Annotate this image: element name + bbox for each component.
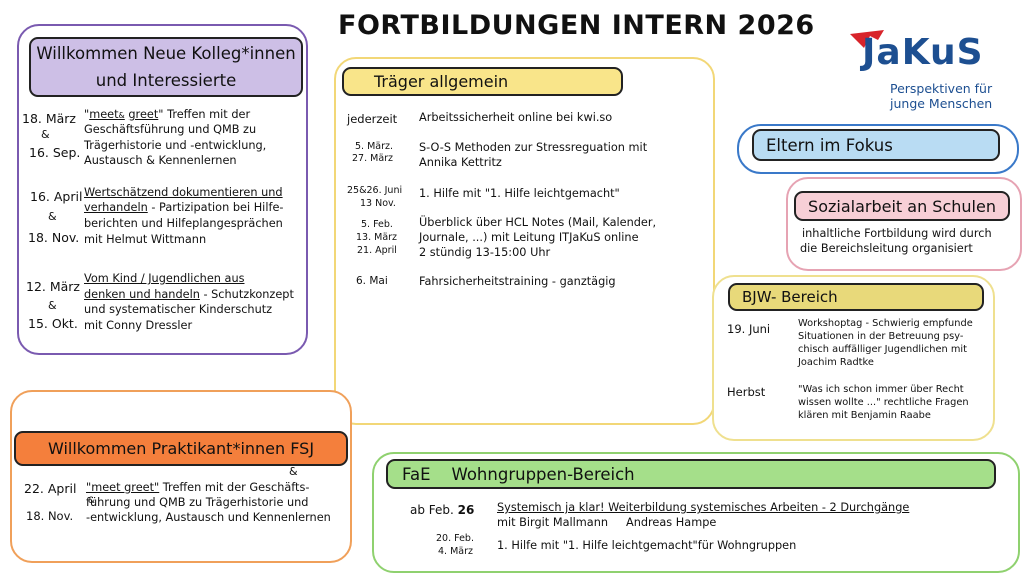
traeger-row-1-date: jederzeit xyxy=(347,112,398,126)
entry-2-line-2-rest: - Partizipation bei Hilfe- xyxy=(147,201,284,214)
fae-row-1-date-bold: 26 xyxy=(457,503,475,517)
entry-3-line-1: Vom Kind / Jugendlichen aus xyxy=(84,272,245,285)
bjw-row-1-line-4: Joachim Radtke xyxy=(798,357,874,368)
entry-3-amp: & xyxy=(48,299,57,312)
praktikant-header: Willkommen Praktikant*innen FSJ xyxy=(14,431,348,466)
bjw-header: BJW- Bereich xyxy=(728,283,984,311)
fae-row-2-date-1: 20. Feb. xyxy=(436,533,474,544)
praktikant-line-3: -entwicklung, Austausch und Kennenlernen xyxy=(86,511,331,524)
logo-wordmark: JaKuS xyxy=(862,32,984,73)
traeger-row-1-text: Arbeitssicherheit online bei kwi.so xyxy=(419,111,613,124)
fae-row-2-date-2: 4. März xyxy=(438,546,473,557)
entry-2-date-1: 16. April xyxy=(30,189,83,204)
bjw-row-1-line-1: Workshoptag - Schwierig empfunde xyxy=(798,318,973,329)
entry-2-line-1: Wertschätzend dokumentieren und xyxy=(84,186,283,199)
traeger-header: Träger allgemein xyxy=(342,67,623,96)
fae-row-2-text: 1. Hilfe mit "1. Hilfe leichtgemacht"für… xyxy=(497,539,797,552)
bjw-row-1-line-3: chisch auffälliger Jugendlichen mit xyxy=(798,344,967,355)
praktikant-date-1: 22. April xyxy=(24,481,77,496)
praktikant-date-2: 18. Nov. xyxy=(26,509,74,523)
bjw-row-2-date: Herbst xyxy=(727,385,766,399)
entry-3-date-1: 12. März xyxy=(26,279,80,294)
traeger-row-2-date-1: 5. März. xyxy=(355,141,394,152)
schulen-text-1: inhaltliche Fortbildung wird durch xyxy=(802,227,992,240)
fae-row-1-date-prefix: ab Feb. xyxy=(410,503,458,517)
traeger-row-2-date-2: 27. März xyxy=(352,153,394,164)
logo-tagline-2: junge Menschen xyxy=(890,96,993,111)
traeger-row-4-date-3: 21. April xyxy=(357,245,397,256)
eltern-heading: Eltern im Fokus xyxy=(766,135,893,155)
logo-tagline-1: Perspektiven für xyxy=(890,81,993,96)
entry-3-line-2-rest: - Schutzkonzept xyxy=(199,288,294,301)
entry-2-date-2: 18. Nov. xyxy=(28,230,80,245)
entry-1-line-3: Trägerhistorie und -entwicklung, xyxy=(84,139,267,152)
bjw-row-1-line-2: Situationen in der Betreuung psy- xyxy=(798,331,964,342)
eltern-header: Eltern im Fokus xyxy=(752,129,1000,161)
meet-greet-amp: & xyxy=(118,111,125,120)
traeger-row-4-text-2: Journale, ...) mit Leitung ITJaKuS onlin… xyxy=(419,231,639,244)
bjw-row-1-date: 19. Juni xyxy=(727,322,771,336)
praktikant-date-amp: & xyxy=(88,496,96,506)
entry-2-line-2: verhandeln - Partizipation bei Hilfe- xyxy=(84,201,283,216)
traeger-row-4-date-1: 5. Feb. xyxy=(361,219,393,230)
praktikant-heading: Willkommen Praktikant*innen FSJ xyxy=(47,439,315,458)
fae-header: FaE Wohngruppen-Bereich xyxy=(386,459,996,489)
fae-row-1-date: ab Feb. 26 xyxy=(410,503,474,518)
praktikant-line-2: führung und QMB zu Trägerhistorie und xyxy=(86,496,309,509)
traeger-row-2-text-2: Annika Kettritz xyxy=(419,156,502,169)
entry-3-line-3: und systematischer Kinderschutz xyxy=(84,303,273,316)
entry-3-line-4: mit Conny Dressler xyxy=(84,319,193,332)
welcome-colleagues-heading: Willkommen Neue Kolleg*innen und Interes… xyxy=(36,44,296,90)
entry-1-date-1: 18. März xyxy=(22,111,76,126)
fae-row-1-text-2: mit Birgit Mallmann Andreas Hampe xyxy=(497,516,717,529)
traeger-row-5-text: Fahrsicherheitstraining - ganztägig xyxy=(419,275,616,288)
page-title: FORTBILDUNGEN INTERN 2026 xyxy=(338,10,815,41)
praktikant-line-1: "meet greet" Treffen mit der Geschäfts- xyxy=(86,481,309,496)
entry-3-line-2: denken und handeln - Schutzkonzept xyxy=(84,288,294,303)
bjw-row-2-line-3: klären mit Benjamin Raabe xyxy=(798,410,931,421)
fae-heading: FaE Wohngruppen-Bereich xyxy=(402,464,635,484)
entry-1-line-4: Austausch & Kennenlernen xyxy=(84,154,237,167)
entry-2-amp: & xyxy=(48,210,57,223)
traeger-row-4-text-1: Überblick über HCL Notes (Mail, Kalender… xyxy=(419,216,657,229)
entry-2-line-4: mit Helmut Wittmann xyxy=(84,233,207,246)
bjw-heading: BJW- Bereich xyxy=(742,288,838,306)
praktikant-meet-greet: "meet greet" xyxy=(86,481,160,494)
traeger-heading: Träger allgemein xyxy=(374,72,509,91)
praktikant-line-1-rest: Treffen mit der Geschäfts- xyxy=(159,481,310,494)
entry-1-line-1-rest: Treffen mit der xyxy=(163,108,251,121)
traeger-row-3-date-1: 25&26. Juni xyxy=(347,185,403,196)
entry-3-date-2: 15. Okt. xyxy=(28,316,78,331)
welcome-colleagues-header: Willkommen Neue Kolleg*innen und Interes… xyxy=(29,37,303,97)
praktikant-panel xyxy=(10,390,352,563)
logo-swoosh-icon xyxy=(850,30,884,48)
schulen-text-2: die Bereichsleitung organisiert xyxy=(800,242,973,255)
traeger-row-2-text-1: S-O-S Methoden zur Stressreguation mit xyxy=(419,141,648,154)
schulen-heading: Sozialarbeit an Schulen xyxy=(808,196,996,216)
fae-row-1-text-1: Systemisch ja klar! Weiterbildung system… xyxy=(497,501,910,514)
entry-2-line-2-underlined: verhandeln xyxy=(84,201,148,214)
jakus-logo: JaKuS Perspektiven für junge Menschen xyxy=(846,28,1006,114)
entry-3-line-2-underlined: denken und handeln xyxy=(84,288,200,301)
entry-1-amp: & xyxy=(41,128,50,141)
meet-word: meet xyxy=(89,108,119,121)
traeger-row-5-date: 6. Mai xyxy=(356,275,388,287)
praktikant-heading-amp: & xyxy=(289,465,298,478)
entry-2-line-3: berichten und Hilfeplangesprächen xyxy=(84,217,283,230)
entry-1-date-2: 16. Sep. xyxy=(29,145,81,160)
traeger-panel xyxy=(334,57,715,425)
traeger-row-4-date-2: 13. März xyxy=(356,232,398,243)
schulen-header: Sozialarbeit an Schulen xyxy=(794,191,1010,221)
bjw-row-2-line-2: wissen wollte ..." rechtliche Fragen xyxy=(798,397,969,408)
traeger-row-4-text-3: 2 stündig 13-15:00 Uhr xyxy=(419,246,551,259)
greet-word: greet xyxy=(128,108,159,121)
bjw-row-2-line-1: "Was ich schon immer über Recht xyxy=(798,384,964,395)
traeger-row-3-text: 1. Hilfe mit "1. Hilfe leichtgemacht" xyxy=(419,187,620,200)
entry-1-line-1: "meet& greet" Treffen mit der xyxy=(84,108,251,121)
entry-1-line-2: Geschäftsführung und QMB zu xyxy=(84,123,257,136)
traeger-row-3-date-2: 13 Nov. xyxy=(360,198,396,209)
